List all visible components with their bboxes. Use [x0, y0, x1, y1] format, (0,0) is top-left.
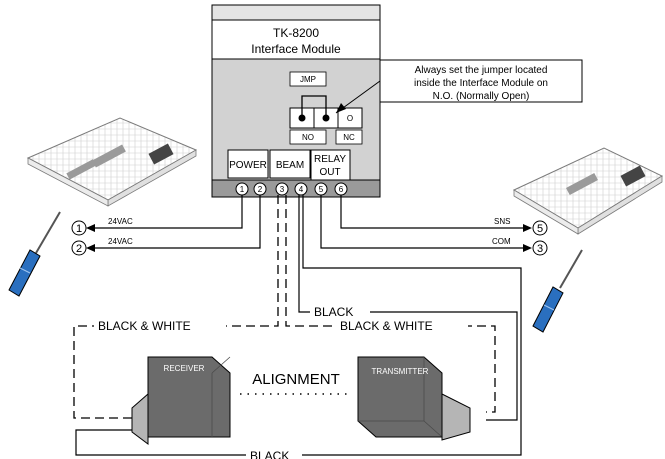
- alignment-label: ALIGNMENT: [252, 371, 340, 388]
- wire-24vac-2-label: 24VAC: [108, 237, 133, 246]
- left-terminal-1: 1: [71, 220, 87, 236]
- beam-group-label: BEAM: [276, 160, 304, 171]
- jumper-callout: Always set the jumper located inside the…: [335, 59, 583, 114]
- beam-wires-solid: [75, 195, 522, 456]
- relay-group-label-line2: OUT: [319, 167, 340, 178]
- beam-wires-dashed: [73, 195, 496, 419]
- callout-line3: N.O. (Normally Open): [433, 91, 530, 102]
- power-group-label: POWER: [229, 160, 267, 171]
- callout-line1: Always set the jumper located: [415, 65, 548, 76]
- wire-black-top-label: BLACK: [314, 305, 353, 319]
- terminal-3: 3: [275, 182, 289, 196]
- terminal-2: 2: [253, 182, 267, 196]
- svg-text:4: 4: [299, 185, 304, 194]
- right-terminal-5: 5: [532, 220, 548, 236]
- module-label-panel: [211, 19, 381, 60]
- interface-module: TK-8200 Interface Module JMP O NO NC POW…: [211, 4, 381, 198]
- svg-text:2: 2: [76, 243, 82, 255]
- no-label: NO: [302, 133, 314, 142]
- terminal-5: 5: [314, 182, 328, 196]
- svg-text:5: 5: [319, 185, 324, 194]
- power-wires: [93, 195, 261, 249]
- terminal-6: 6: [334, 182, 348, 196]
- wire-black-white-left-label: BLACK & WHITE: [98, 319, 191, 333]
- terminal-1: 1: [235, 182, 249, 196]
- svg-text:5: 5: [537, 223, 543, 235]
- svg-text:1: 1: [240, 185, 245, 194]
- right-screwdriver: [532, 249, 583, 333]
- left-control-panel: [26, 117, 198, 207]
- svg-text:3: 3: [537, 243, 543, 255]
- relay-group-label-line1: RELAY: [314, 154, 346, 165]
- right-terminal-3: 3: [532, 240, 548, 256]
- wire-com-label: COM: [492, 237, 511, 246]
- nc-terminal-symbol: O: [347, 114, 353, 123]
- wire-sns-label: SNS: [494, 217, 510, 226]
- jumper-block: O: [289, 95, 363, 129]
- module-subtitle: Interface Module: [251, 42, 341, 56]
- terminal-4: 4: [294, 182, 308, 196]
- transmitter-label: TRANSMITTER: [372, 367, 429, 376]
- wire-black-white-right-label: BLACK & WHITE: [340, 319, 433, 333]
- jumper-label: JMP: [300, 75, 316, 84]
- svg-text:1: 1: [76, 223, 82, 235]
- receiver: RECEIVER: [131, 356, 231, 445]
- nc-label: NC: [343, 133, 355, 142]
- left-terminal-2: 2: [71, 240, 87, 256]
- wire-black-bottom-label: BLACK: [250, 449, 289, 459]
- wire-24vac-1-label: 24VAC: [108, 217, 133, 226]
- svg-text:3: 3: [280, 185, 285, 194]
- svg-text:6: 6: [339, 185, 344, 194]
- callout-line2: inside the Interface Module on: [414, 78, 548, 89]
- receiver-label: RECEIVER: [164, 364, 205, 373]
- svg-text:2: 2: [258, 185, 263, 194]
- transmitter: TRANSMITTER: [357, 356, 471, 441]
- module-title: TK-8200: [273, 26, 319, 40]
- right-control-panel: [512, 147, 664, 235]
- relay-wires: [320, 195, 525, 249]
- left-screwdriver: [8, 211, 61, 297]
